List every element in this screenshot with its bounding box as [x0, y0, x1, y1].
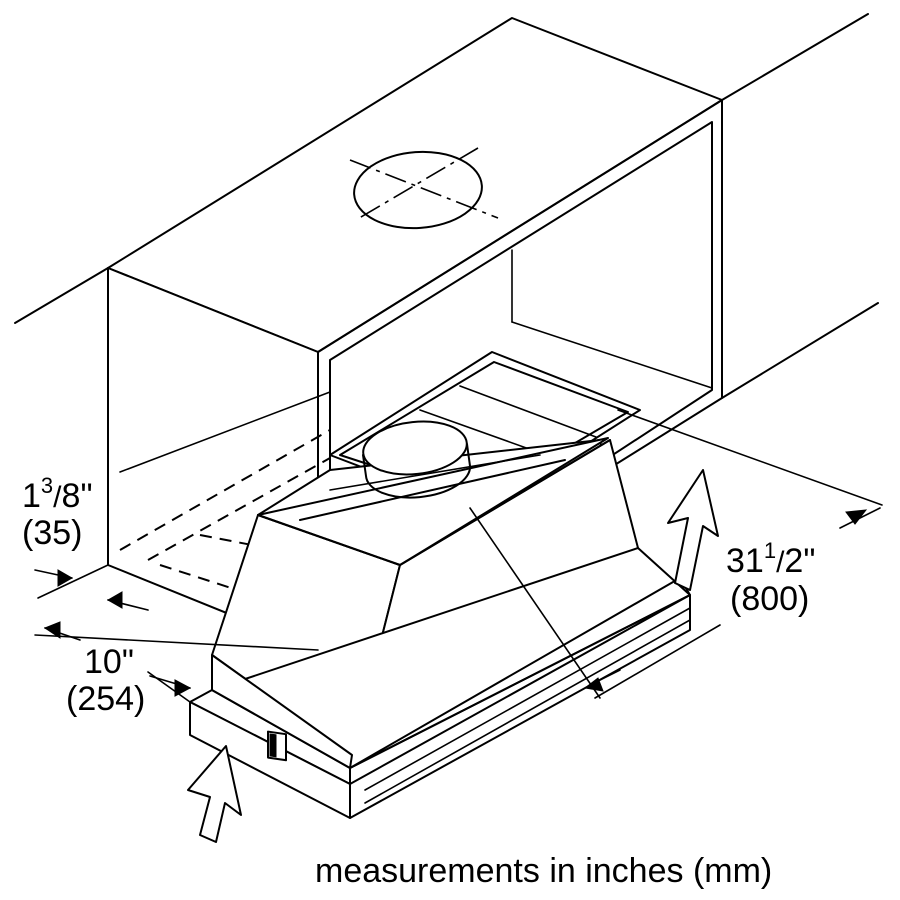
- caption: measurements in inches (mm): [315, 852, 773, 890]
- height-offset-numerator: 3: [40, 473, 54, 498]
- width-whole: 31: [726, 542, 764, 580]
- width-denominator: 2: [784, 542, 804, 580]
- depth-label: 10": [84, 643, 134, 681]
- airflow-arrow-left: [187, 745, 242, 843]
- width-label: 311/2": [726, 538, 816, 580]
- ceiling-lines: [14, 13, 879, 399]
- height-offset-whole: 1: [22, 477, 41, 515]
- dimension-depth: [34, 621, 319, 703]
- dimension-width: [469, 409, 883, 699]
- height-offset-metric: (35): [22, 514, 83, 552]
- width-unit: ": [803, 542, 816, 580]
- width-metric: (800): [730, 580, 810, 618]
- dimension-height-offset: [34, 564, 149, 611]
- duct-cutout-top: [349, 147, 499, 230]
- height-offset-denominator: 8: [61, 477, 81, 515]
- height-offset-unit: ": [80, 477, 93, 515]
- width-numerator: 1: [763, 538, 777, 563]
- depth-metric: (254): [66, 680, 146, 718]
- hood-bottom-tray: [189, 547, 691, 819]
- airflow-arrow-right: [667, 469, 719, 591]
- height-offset-label: 13/8": [22, 473, 93, 515]
